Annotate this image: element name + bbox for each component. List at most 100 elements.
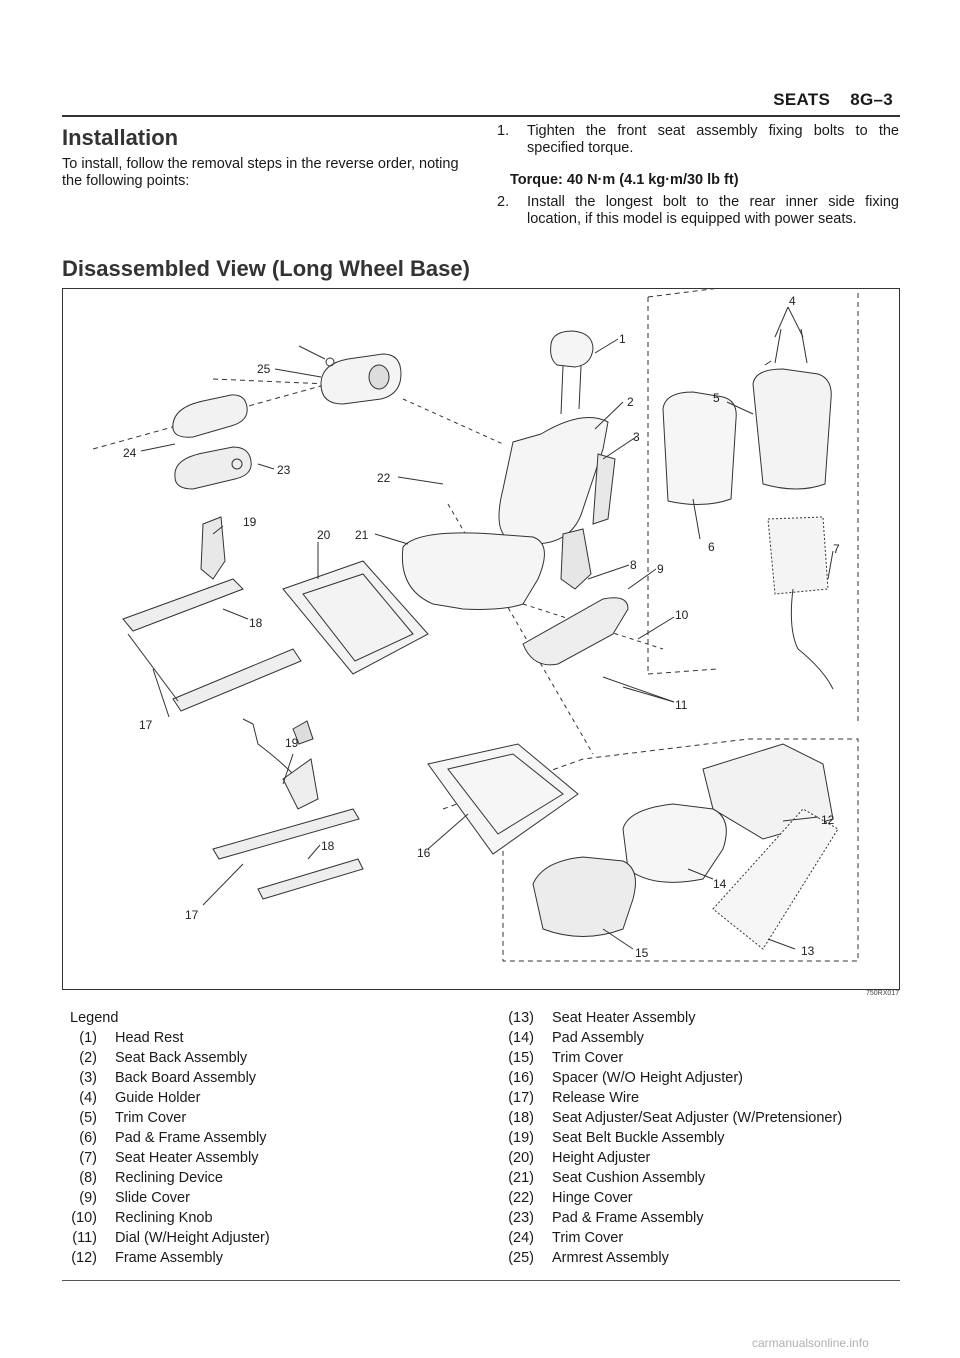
figure-code: 750RX017 [866, 990, 900, 997]
legend-label: Trim Cover [552, 1230, 624, 1246]
legend-number: (17) [508, 1090, 534, 1106]
step-number: 1. [497, 123, 510, 139]
legend-item: (14) Pad Assembly [508, 1030, 644, 1050]
legend-label: Hinge Cover [552, 1190, 633, 1206]
legend-item: (3)Back Board Assembly [79, 1070, 256, 1090]
page-number: 8G–3 [850, 90, 893, 109]
callout-label: 10 [675, 608, 689, 622]
legend-label: Pad Assembly [552, 1030, 644, 1046]
legend-number: (5) [79, 1110, 97, 1126]
footer-rule [62, 1280, 900, 1281]
legend-label: Release Wire [552, 1090, 640, 1106]
legend-number: (8) [79, 1170, 97, 1186]
legend-number: (12) [71, 1250, 97, 1266]
seat-trim-cover [532, 856, 636, 937]
legend-number: (15) [508, 1050, 534, 1066]
callout-label: 7 [833, 542, 840, 556]
callout-label: 23 [277, 463, 291, 477]
legend-label: Reclining Knob [115, 1210, 213, 1226]
legend-label: Guide Holder [115, 1090, 201, 1106]
legend-label: Pad & Frame Assembly [115, 1130, 267, 1146]
legend-number: (1) [79, 1030, 97, 1046]
legend-label: Head Rest [115, 1030, 184, 1046]
legend-item: (7) Seat Heater Assembly [79, 1150, 259, 1170]
legend-label: Height Adjuster [552, 1150, 651, 1166]
watermark-link[interactable]: carmanualsonline.info [752, 1336, 869, 1350]
legend-item: (1) Head Rest [79, 1030, 184, 1050]
callout-label: 15 [635, 946, 649, 960]
legend-number: (14) [508, 1030, 534, 1046]
slide-cover [522, 597, 629, 666]
legend-item: (8) Reclining Device [79, 1170, 223, 1190]
legend-number: (23) [508, 1210, 534, 1226]
legend-label: Seat Heater Assembly [115, 1150, 259, 1166]
legend-number: (13) [508, 1010, 534, 1026]
callout-label: 8 [630, 558, 637, 572]
callout-label: 17 [139, 718, 153, 732]
callout-label: 18 [249, 616, 263, 630]
back-pad-frame [662, 391, 737, 506]
callout-label: 14 [713, 877, 727, 891]
legend-item: (25) Armrest Assembly [508, 1250, 669, 1270]
legend-item: (22)Hinge Cover [508, 1190, 633, 1210]
back-seat-heater [767, 516, 829, 595]
legend-item: (13) Seat Heater Assembly [508, 1010, 696, 1030]
step-text: Tighten the front seat assembly fixing b… [527, 123, 899, 156]
legend-item: (17) Release Wire [508, 1090, 640, 1110]
legend-number: (7) [79, 1150, 97, 1166]
legend-number: (3) [79, 1070, 97, 1086]
legend-item: (23)Pad & Frame Assembly [508, 1210, 703, 1230]
exploded-view-drawing: 1 2 3 4 5 6 7 8 9 10 11 12 13 14 15 16 1… [92, 284, 859, 962]
callout-label: 19 [243, 515, 257, 529]
disassembled-view-heading: Disassembled View (Long Wheel Base) [62, 256, 470, 281]
seat-adjuster-upper [122, 516, 302, 712]
legend-item: (6) Pad & Frame Assembly [79, 1130, 267, 1150]
legend-title: Legend [70, 1010, 119, 1026]
seat-adjuster-lower [212, 718, 364, 900]
legend-number: (2) [79, 1050, 97, 1066]
torque-spec: Torque: 40 N·m (4.1 kg·m/30 lb ft) [510, 172, 739, 188]
legend-number: (6) [79, 1130, 97, 1146]
legend-item: (21)Seat Cushion Assembly [508, 1170, 706, 1190]
callout-label: 24 [123, 446, 137, 460]
seat-pad-assembly [622, 803, 727, 883]
legend-item: (16)Spacer (W/O Height Adjuster) [508, 1070, 743, 1090]
armrest-assembly [298, 345, 402, 405]
legend-label: Seat Cushion Assembly [552, 1170, 706, 1186]
legend-item: (18) Seat Adjuster/Seat Adjuster (W/Prete… [508, 1110, 843, 1130]
callout-label: 25 [257, 362, 271, 376]
reclining-device [560, 528, 592, 590]
page-header: SEATS 8G–3 [0, 90, 893, 110]
legend-label: Seat Heater Assembly [552, 1010, 696, 1026]
section-title: SEATS [773, 90, 831, 109]
legend-number: (11) [72, 1230, 97, 1246]
armrest-trim-cover [172, 394, 248, 438]
legend-item: (15) Trim Cover [508, 1050, 624, 1070]
legend-number: (19) [508, 1130, 534, 1146]
seat-cushion-assembly [401, 532, 545, 610]
callout-label: 11 [675, 698, 688, 712]
legend-label: Reclining Device [115, 1170, 223, 1186]
legend-number: (20) [508, 1150, 534, 1166]
legend-label: Seat Adjuster/Seat Adjuster (W/Pretensio… [552, 1110, 843, 1126]
step-text: Install the longest bolt to the rear inn… [527, 194, 899, 227]
legend-label: Trim Cover [552, 1050, 624, 1066]
legend-item: (12)Frame Assembly [71, 1250, 223, 1270]
legend-item: (24) Trim Cover [508, 1230, 624, 1250]
legend-label: Armrest Assembly [552, 1250, 669, 1266]
panel-outline-seat [442, 738, 859, 962]
legend-number: (24) [508, 1230, 534, 1246]
callout-label: 21 [355, 528, 369, 542]
legend-label: Slide Cover [115, 1190, 190, 1206]
callout-label: 18 [321, 839, 335, 853]
legend-number: (18) [508, 1110, 534, 1126]
callout-label: 13 [801, 944, 815, 958]
legend-label: Seat Belt Buckle Assembly [552, 1130, 725, 1146]
callout-label: 9 [657, 562, 664, 576]
spacer [427, 743, 579, 855]
legend-number: (25) [508, 1250, 534, 1266]
back-trim-cover [752, 368, 832, 490]
installation-intro: To install, follow the removal steps in … [62, 156, 459, 189]
legend-item: (10)Reclining Knob [71, 1210, 213, 1230]
callout-label: 3 [633, 430, 640, 444]
